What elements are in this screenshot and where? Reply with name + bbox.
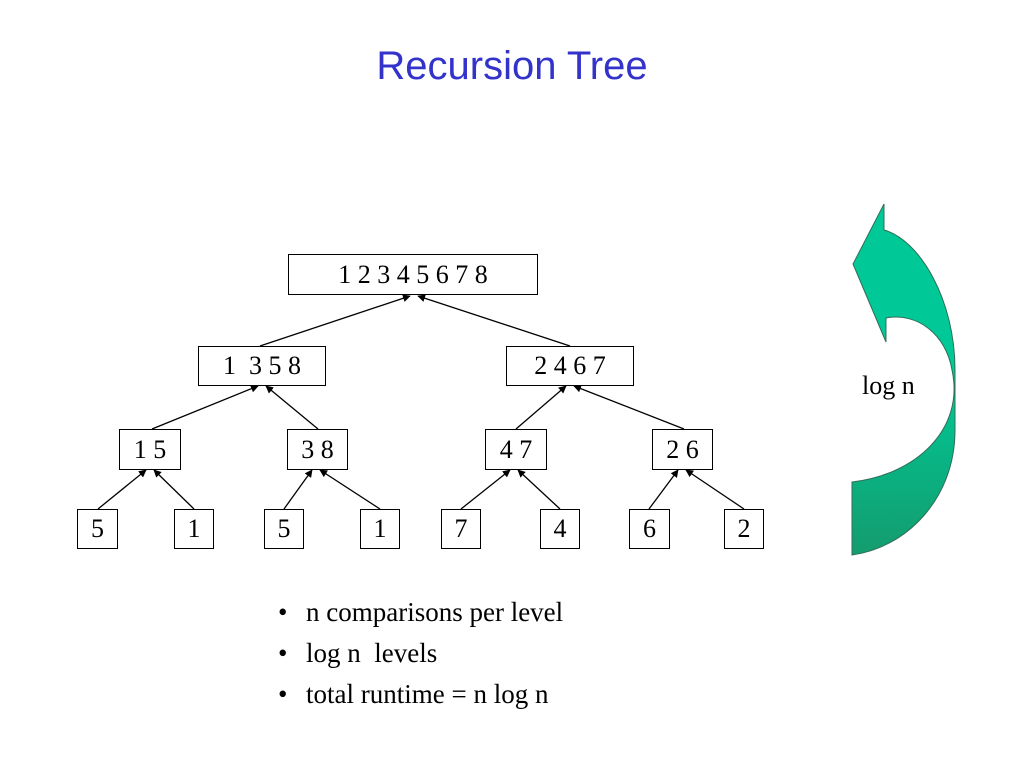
level2-node: 4 7 — [485, 429, 547, 470]
level2-node: 1 5 — [119, 429, 181, 470]
bullet-dot-icon: • — [278, 597, 288, 627]
slide-title: Recursion Tree — [376, 44, 648, 88]
edge-l2c-l1b — [515, 385, 567, 430]
leaf-node: 1 — [360, 509, 400, 549]
summary-bullets: • n comparisons per level • log n levels •… — [278, 592, 563, 715]
log-n-arrow-shape — [851, 203, 956, 556]
bullet-dot-icon: • — [278, 679, 288, 709]
leaf-node: 7 — [441, 509, 481, 549]
bullet-item: • total runtime = n log n — [278, 674, 563, 715]
edge-l2d-l1b — [573, 384, 685, 430]
level1-node-right: 2 4 6 7 — [506, 346, 634, 386]
leaf-node: 5 — [264, 509, 304, 549]
edge-leaf4 — [319, 469, 381, 510]
leaf-node: 6 — [629, 509, 670, 549]
root-node: 1 2 3 4 5 6 7 8 — [288, 254, 538, 295]
bullet-item: • n comparisons per level — [278, 592, 563, 633]
edge-l1b-root — [417, 294, 571, 347]
leaf-node: 1 — [174, 509, 214, 549]
leaf-node: 5 — [77, 509, 118, 549]
edge-l1a-root — [259, 294, 411, 347]
bullet-text: log n levels — [306, 638, 438, 668]
edge-leaf3 — [283, 469, 313, 510]
edge-l2a-l1a — [151, 385, 259, 430]
level1-node-left: 1 3 5 8 — [198, 346, 326, 386]
edge-leaf2 — [153, 469, 195, 510]
level2-node: 2 6 — [652, 429, 713, 470]
edge-leaf7 — [648, 469, 679, 510]
edge-leaf8 — [685, 469, 745, 510]
edge-leaf5 — [460, 469, 511, 510]
bullet-text: total runtime = n log n — [306, 679, 549, 709]
log-n-label: log n — [862, 371, 915, 400]
bullet-dot-icon: • — [278, 638, 288, 668]
bullet-text: n comparisons per level — [306, 597, 564, 627]
edge-leaf1 — [97, 469, 147, 510]
edge-l2b-l1a — [265, 385, 319, 430]
bullet-item: • log n levels — [278, 633, 563, 674]
level2-node: 3 8 — [287, 429, 348, 470]
edge-leaf6 — [517, 469, 561, 510]
leaf-node: 4 — [540, 509, 580, 549]
leaf-node: 2 — [724, 509, 764, 549]
